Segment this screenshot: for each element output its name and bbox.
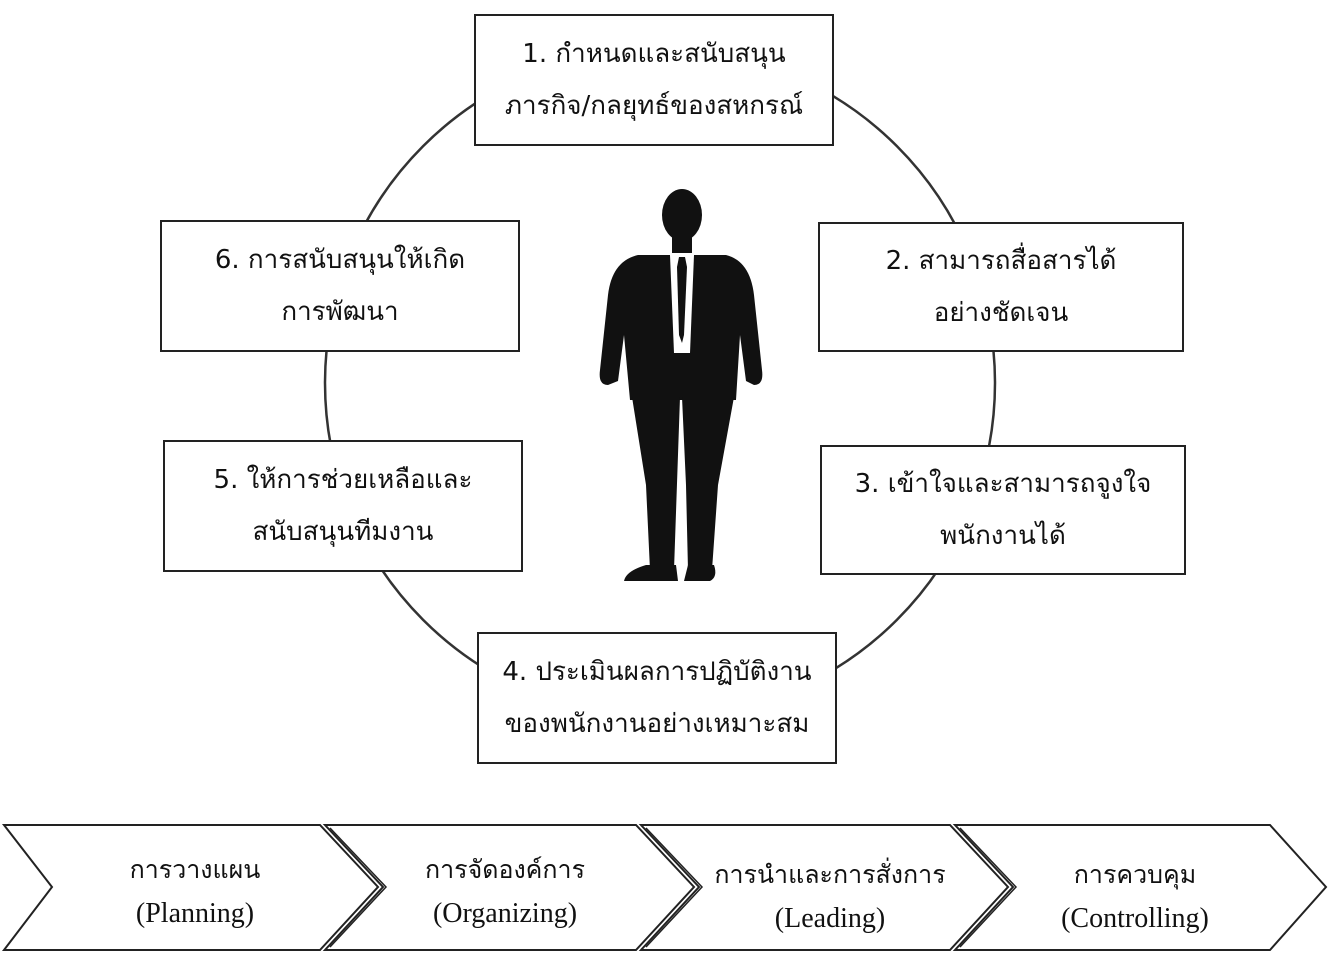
cycle-item-5-line1: 5. ให้การช่วยเหลือและ bbox=[213, 465, 473, 495]
cycle-item-4: 4. ประเมินผลการปฏิบัติงาน ของพนักงานอย่า… bbox=[477, 632, 837, 764]
cycle-item-6: 6. การสนับสนุนให้เกิด การพัฒนา bbox=[160, 220, 520, 352]
cycle-item-6-line1: 6. การสนับสนุนให้เกิด bbox=[214, 245, 466, 275]
cycle-item-1-line2: ภารกิจ/กลยุทธ์ของสหกรณ์ bbox=[504, 91, 804, 121]
process-step-planning-thai: การวางแผน bbox=[129, 855, 261, 884]
cycle-item-3: 3. เข้าใจและสามารถจูงใจ พนักงานได้ bbox=[820, 445, 1186, 575]
business-person-icon bbox=[599, 189, 763, 581]
cycle-item-2: 2. สามารถสื่อสารได้ อย่างชัดเจน bbox=[818, 222, 1184, 352]
process-step-controlling-english: (Controlling) bbox=[1061, 903, 1209, 934]
process-step-planning: การวางแผน (Planning) bbox=[95, 850, 295, 930]
cycle-item-5-line2: สนับสนุนทีมงาน bbox=[252, 517, 434, 547]
process-step-leading-thai: การนำและการสั่งการ bbox=[714, 860, 946, 889]
process-step-leading-english: (Leading) bbox=[774, 903, 886, 934]
chevron-organizing bbox=[322, 824, 696, 951]
cycle-item-2-line1: 2. สามารถสื่อสารได้ bbox=[885, 246, 1117, 276]
process-step-controlling-thai: การควบคุม bbox=[1073, 860, 1197, 889]
cycle-item-5: 5. ให้การช่วยเหลือและ สนับสนุนทีมงาน bbox=[163, 440, 523, 572]
process-step-organizing-thai: การจัดองค์การ bbox=[424, 855, 586, 884]
chevron-leading bbox=[638, 824, 1010, 951]
cycle-item-4-line2: ของพนักงานอย่างเหมาะสม bbox=[504, 709, 810, 739]
cycle-item-3-line1: 3. เข้าใจและสามารถจูงใจ bbox=[854, 469, 1152, 499]
process-step-planning-english: (Planning) bbox=[135, 898, 255, 929]
cycle-item-1: 1. กำหนดและสนับสนุน ภารกิจ/กลยุทธ์ของสหก… bbox=[474, 14, 834, 146]
process-step-controlling: การควบคุม (Controlling) bbox=[1030, 855, 1240, 935]
cycle-item-3-line2: พนักงานได้ bbox=[940, 521, 1066, 551]
process-step-leading: การนำและการสั่งการ (Leading) bbox=[690, 855, 970, 935]
cycle-item-2-line2: อย่างชัดเจน bbox=[933, 298, 1069, 328]
process-step-organizing-english: (Organizing) bbox=[432, 898, 578, 929]
process-step-organizing: การจัดองค์การ (Organizing) bbox=[395, 850, 615, 930]
cycle-item-4-line1: 4. ประเมินผลการปฏิบัติงาน bbox=[502, 657, 812, 687]
chevron-controlling bbox=[952, 824, 1328, 951]
cycle-item-6-line2: การพัฒนา bbox=[281, 297, 399, 327]
process-flow bbox=[1, 824, 1328, 951]
chevron-planning bbox=[1, 824, 380, 951]
cycle-item-1-line1: 1. กำหนดและสนับสนุน bbox=[522, 39, 786, 69]
